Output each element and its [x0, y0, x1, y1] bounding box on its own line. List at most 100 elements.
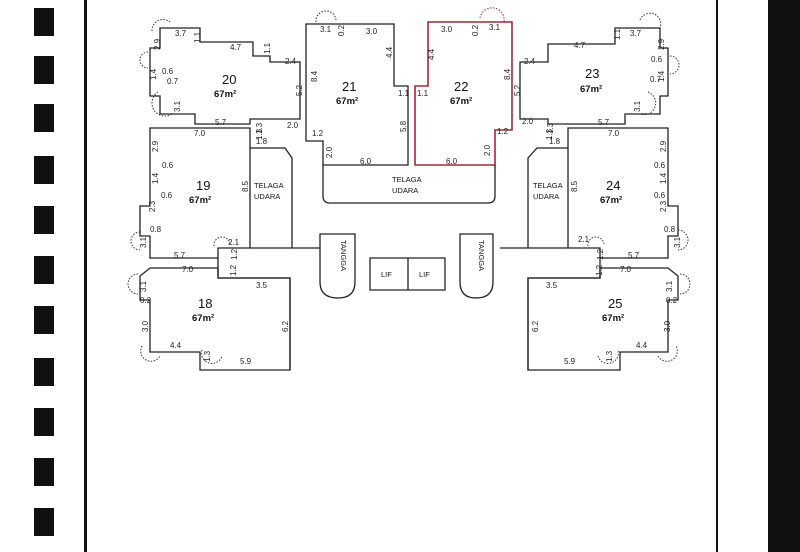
- dim-label: 1.2: [229, 264, 238, 276]
- dim-label: 2.4: [524, 57, 536, 66]
- dim-label: 3.0: [441, 25, 453, 34]
- page-edge-right: [716, 0, 718, 552]
- dim-label: 1.2: [312, 129, 324, 138]
- air-well-label: UDARA: [392, 186, 418, 195]
- stair-label: TANGGA: [477, 240, 486, 271]
- dim-label: 6.0: [360, 157, 372, 166]
- page-edge-left: [84, 0, 87, 552]
- dim-label: 3.1: [173, 100, 182, 112]
- lift-label: LIF: [419, 270, 430, 279]
- unit-area: 67m²: [336, 96, 358, 107]
- dim-label: 3.1: [489, 23, 501, 32]
- unit-area: 67m²: [192, 313, 214, 324]
- dim-label: 1.3: [546, 122, 555, 134]
- dim-label: 4.4: [636, 341, 648, 350]
- dim-label: 1.8: [549, 137, 561, 146]
- unit-18: 7.0 3.1 0.2 3.0 4.4 1.3 5.9 3.5 6.2 1.2 …: [127, 264, 291, 371]
- unit-22: 3.0 0.2 3.1 4.4 1.1 8.4 5.2 6.0 2.0 1.2 …: [414, 7, 522, 166]
- dim-label: 0.6: [162, 161, 174, 170]
- binder-hole: [34, 508, 54, 536]
- dim-label: 3.7: [175, 29, 187, 38]
- dim-label: 1.1: [613, 28, 622, 40]
- dim-label: 3.0: [663, 320, 672, 332]
- dim-label: 1.3: [255, 122, 264, 134]
- binder-hole: [34, 206, 54, 234]
- unit-area: 67m²: [214, 89, 236, 100]
- binder-hole: [34, 8, 54, 36]
- dim-label: 5.7: [628, 251, 640, 260]
- dim-label: 2.9: [153, 38, 162, 50]
- binder-hole: [34, 458, 54, 486]
- unit-area: 67m²: [600, 195, 622, 206]
- dim-label: 3.5: [546, 281, 558, 290]
- unit-number: 21: [342, 79, 356, 94]
- dim-label: 0.6: [654, 161, 666, 170]
- dim-label: 0.2: [471, 24, 480, 36]
- unit-number: 23: [585, 66, 599, 81]
- dim-label: 4.4: [170, 341, 182, 350]
- dim-label: 4.7: [230, 43, 242, 52]
- dim-label: 2.0: [287, 121, 299, 130]
- dim-label: 1.2: [230, 248, 239, 260]
- dim-label: 3.5: [256, 281, 268, 290]
- unit-number: 18: [198, 296, 212, 311]
- dim-label: 3.1: [665, 280, 674, 292]
- dim-label: 1.3: [255, 128, 264, 140]
- unit-area: 67m²: [580, 84, 602, 95]
- unit-25: 7.0 3.1 0.2 3.0 4.4 1.3 5.9 3.5 6.2 1.2 …: [527, 264, 691, 371]
- dim-label: 1.4: [659, 172, 668, 184]
- unit-24: 7.0 1.3 1.8 2.9 0.6 1.4 0.6 2.3 8.5 0.8 …: [545, 127, 689, 260]
- dim-label: 7.0: [608, 129, 620, 138]
- core: TANGGA TANGGA LIF LIF: [217, 233, 601, 370]
- dim-label: 0.2: [140, 296, 152, 305]
- dim-label: 3.7: [630, 29, 642, 38]
- dim-label: 1.2: [596, 248, 605, 260]
- dim-label: 0.6: [162, 67, 174, 76]
- dim-label: 5.7: [215, 118, 227, 127]
- dim-label: 8.5: [241, 180, 250, 192]
- lift-label: LIF: [381, 270, 392, 279]
- binder-hole: [34, 306, 54, 334]
- air-well-label: UDARA: [254, 192, 280, 201]
- dim-label: 4.4: [427, 48, 436, 60]
- dim-label: 2.4: [285, 57, 297, 66]
- dim-label: 4.7: [574, 41, 586, 50]
- dim-label: 1.2: [595, 264, 604, 276]
- dim-label: 8.4: [310, 70, 319, 82]
- dim-label: 0.6: [651, 55, 663, 64]
- unit-21: 3.1 0.2 3.0 4.4 8.4 1.2 2.0 6.0 5.8 1.1 …: [305, 10, 410, 166]
- dim-label: 2.9: [151, 140, 160, 152]
- dim-label: 3.1: [633, 100, 642, 112]
- dim-label: 5.8: [399, 120, 408, 132]
- air-well-label: TELAGA: [254, 181, 284, 190]
- dim-label: 5.7: [598, 118, 610, 127]
- dim-label: 5.2: [295, 84, 304, 96]
- unit-19: 7.0 1.3 1.8 2.9 1.4 0.6 2.3 0.6 8.5 3.1 …: [130, 127, 268, 260]
- air-well-left: TELAGA UDARA: [250, 147, 293, 249]
- dim-label: 1.4: [657, 70, 666, 82]
- dim-label: 3.0: [141, 320, 150, 332]
- dim-label: 0.7: [650, 75, 662, 84]
- dim-label: 2.1: [578, 235, 590, 244]
- dim-label: 5.7: [174, 251, 186, 260]
- dim-label: 4.4: [385, 46, 394, 58]
- air-well-label: TELAGA: [533, 181, 563, 190]
- dim-label: 0.8: [664, 225, 676, 234]
- dim-label: 8.5: [570, 180, 579, 192]
- dim-label: 1.3: [545, 128, 554, 140]
- dim-label: 1.1: [398, 89, 410, 98]
- dim-label: 1.4: [149, 68, 158, 80]
- dim-label: 2.3: [148, 200, 157, 212]
- dim-label: 7.0: [620, 265, 632, 274]
- binder-holes: [0, 0, 60, 552]
- dim-label: 3.1: [139, 280, 148, 292]
- stair-label: TANGGA: [339, 240, 348, 271]
- dim-label: 1.3: [605, 350, 614, 362]
- dim-label: 2.9: [659, 140, 668, 152]
- unit-23: 2.4 4.7 1.1 3.7 2.9 0.6 1.4 0.7 3.1 2.0 …: [519, 12, 680, 134]
- dim-label: 1.4: [151, 172, 160, 184]
- dim-label: 2.0: [483, 144, 492, 156]
- dim-label: 0.8: [150, 225, 162, 234]
- dim-label: 8.4: [503, 68, 512, 80]
